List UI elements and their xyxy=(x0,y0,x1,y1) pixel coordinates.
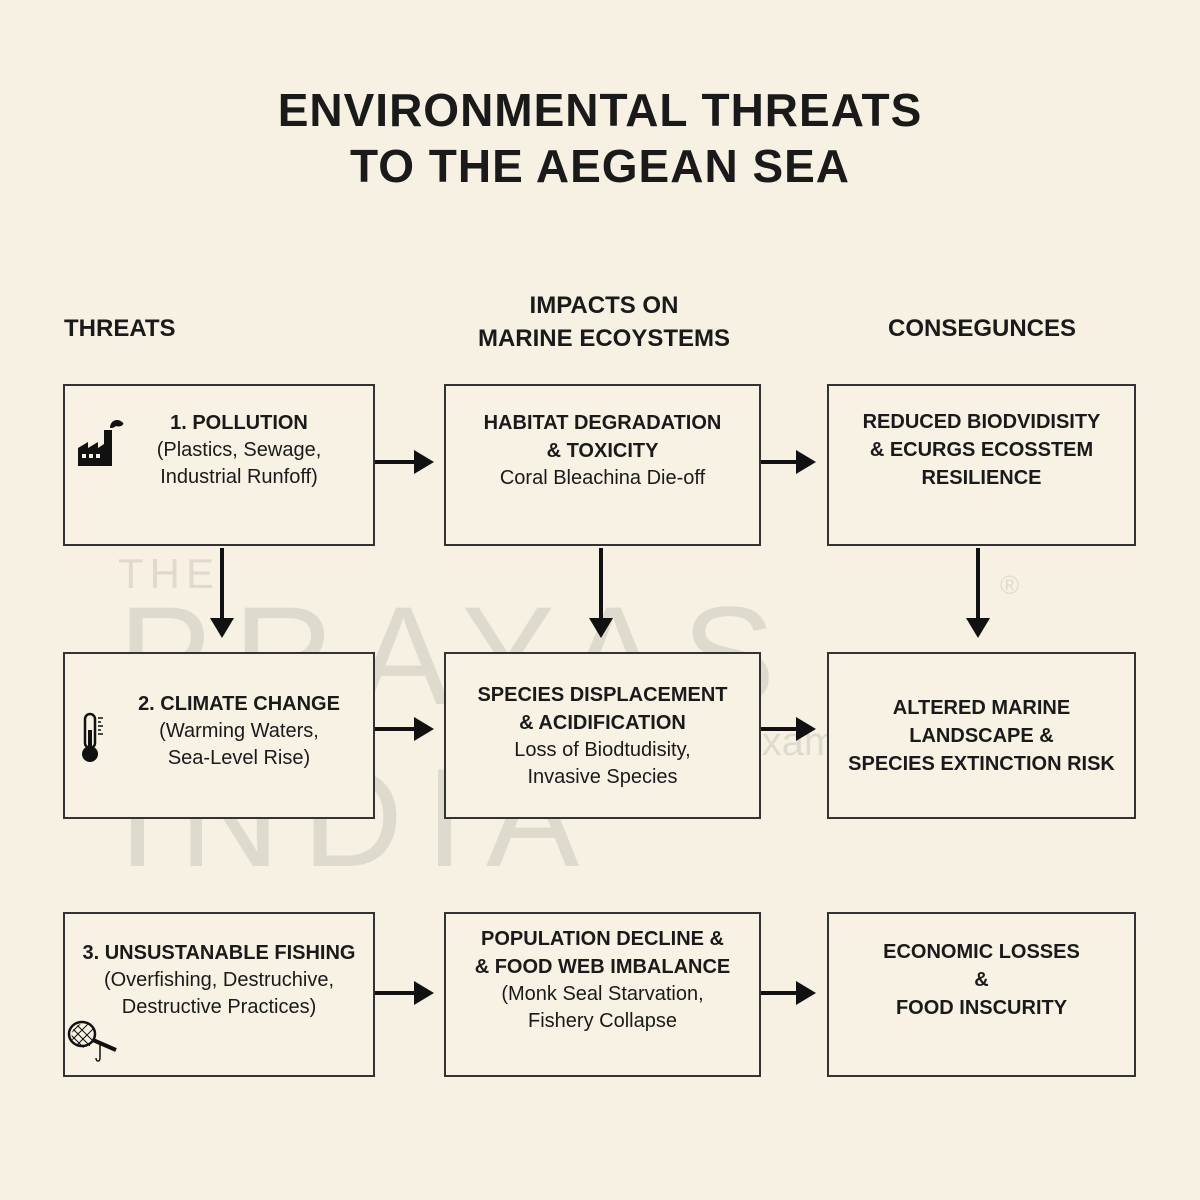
watermark-registered: ® xyxy=(1000,570,1020,600)
box-detail-line: (Monk Seal Starvation, xyxy=(501,982,704,1005)
box-heading-line: ALTERED MARINE xyxy=(892,696,1071,719)
column-header-impacts: IMPACTS ON MARINE ECOYSTEMS xyxy=(444,289,764,355)
header-line: IMPACTS ON xyxy=(529,292,679,319)
box-detail-line: (Plastics, Sewage, xyxy=(156,439,322,461)
column-header-threats: THREATS xyxy=(64,315,176,342)
box-heading-line: & TOXICITY xyxy=(546,439,659,462)
impact-box: SPECIES DISPLACEMENT & ACIDIFICATION Loss … xyxy=(444,652,761,819)
box-detail-line: Fishery Collapse xyxy=(528,1009,677,1032)
consequence-box: ALTERED MARINE LANDSCAPE & SPECIES EXTINCT… xyxy=(827,652,1136,819)
box-heading-line: ECONOMIC LOSSES xyxy=(883,940,1080,963)
box-heading-line: & FOOD WEB IMBALANCE xyxy=(474,955,731,978)
box-detail-line: Industrial Runfoff) xyxy=(160,466,318,488)
title-line: ENVIRONMENTAL THREATS xyxy=(277,84,923,136)
box-heading-line: 3. UNSUSTANABLE FISHING xyxy=(82,941,356,964)
header-line: MARINE ECOYSTEMS xyxy=(477,325,731,352)
impact-box: HABITAT DEGRADATION & TOXICITY Coral Bleac… xyxy=(444,384,761,546)
box-detail-line: Sea-Level Rise) xyxy=(167,746,311,769)
box-heading-line: SPECIES EXTINCTION RISK xyxy=(848,752,1115,775)
box-detail-line: Invasive Species xyxy=(527,765,678,788)
box-heading-line: 2. CLIMATE CHANGE xyxy=(138,692,340,715)
box-heading-line: REDUCED BIODVIDISITY xyxy=(862,411,1101,433)
factory-icon xyxy=(78,420,124,466)
box-heading-line: POPULATION DECLINE & xyxy=(481,927,724,950)
consequence-box: REDUCED BIODVIDISITY & ECURGS ECOSSTEM RES… xyxy=(827,384,1136,546)
box-heading-line: FOOD INSCURITY xyxy=(895,996,1068,1019)
box-heading-line: LANDSCAPE & xyxy=(909,724,1054,747)
threat-box: 1. POLLUTION (Plastics, Sewage, Industrial… xyxy=(63,384,375,546)
box-heading-line: & ECURGS ECOSSTEM xyxy=(869,439,1094,461)
consequence-box: ECONOMIC LOSSES & FOOD INSCURITY xyxy=(827,912,1136,1077)
box-heading-line: & ACIDIFICATION xyxy=(519,711,686,734)
box-detail-line: Destructive Practices) xyxy=(121,995,317,1018)
threat-box: 2. CLIMATE CHANGE (Warming Waters, Sea-Lev… xyxy=(63,652,375,819)
thermometer-icon xyxy=(82,712,103,762)
box-detail-line: (Warming Waters, xyxy=(159,719,319,742)
box-heading-line: & xyxy=(974,968,989,991)
box-heading-line: HABITAT DEGRADATION xyxy=(483,411,722,434)
box-heading-line: SPECIES DISPLACEMENT xyxy=(477,683,728,706)
box-heading-line: RESILIENCE xyxy=(921,467,1042,489)
diagram-title: ENVIRONMENTAL THREATS TO THE AEGEAN SEA xyxy=(0,82,1200,194)
box-detail-line: Coral Bleachina Die-off xyxy=(499,466,706,489)
column-header-consequences: CONSEGUNCES xyxy=(887,315,1077,342)
watermark-the: THE xyxy=(118,550,220,597)
impact-box: POPULATION DECLINE & & FOOD WEB IMBALANCE… xyxy=(444,912,761,1077)
box-detail-line: (Overfishing, Destruchive, xyxy=(103,968,335,991)
fishing-net-icon xyxy=(66,1018,117,1062)
title-line: TO THE AEGEAN SEA xyxy=(349,140,851,192)
box-heading-line: 1. POLLUTION xyxy=(170,412,308,434)
box-detail-line: Loss of Biodtudisity, xyxy=(514,738,691,761)
